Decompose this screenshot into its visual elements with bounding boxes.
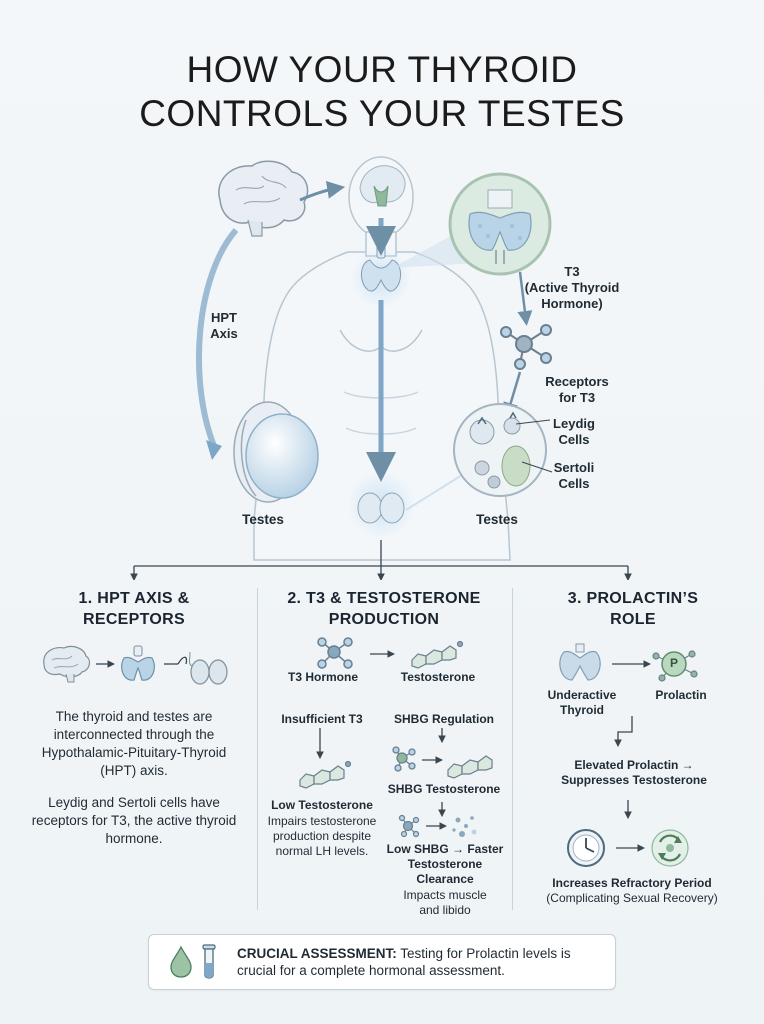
sertoli-label-line-2: Cells <box>558 476 590 491</box>
sertoli-cells-label: Sertoli Cells <box>550 460 598 492</box>
section-1-heading-line-2: RECEPTORS <box>83 611 185 628</box>
low-testosterone-description: Impairs testosterone production despite … <box>267 814 377 858</box>
shbg-regulation-label: SHBG Regulation <box>393 712 494 726</box>
refractory-period-note: (Complicating Sexual Recovery) <box>546 891 718 905</box>
t3-label-line-3: Hormone) <box>541 296 603 311</box>
drop-icon <box>170 945 192 978</box>
prolactin-molecule-icon <box>652 650 698 682</box>
title-line-2: CONTROLS YOUR TESTES <box>139 93 625 134</box>
receptors-for-t3-label: Receptors for T3 <box>540 374 614 406</box>
hpt-axis-illustration <box>130 156 632 580</box>
section-1-heading-line-1: 1. HPT AXIS & <box>78 590 190 607</box>
thyroid-small-icon <box>121 645 155 681</box>
hpt-axis-label: HPT Axis <box>206 310 242 342</box>
crucial-assessment-label: CRUCIAL ASSESSMENT: <box>237 946 397 961</box>
shbg-molecule-icon <box>392 746 416 772</box>
t3-molecule-icon <box>500 324 552 370</box>
column-divider-1 <box>257 588 258 910</box>
t3-label-line-1: T3 <box>564 264 580 279</box>
brain-icon <box>218 160 309 237</box>
leydig-label-line-1: Leydig <box>553 416 595 431</box>
page-title: HOW YOUR THYROID CONTROLS YOUR TESTES <box>0 48 764 136</box>
testes-right-label: Testes <box>476 512 518 527</box>
brain-small-icon <box>43 645 91 683</box>
hpt-axis-label-line-1: HPT <box>211 310 237 325</box>
section-3-heading: 3. PROLACTIN’S ROLE <box>520 588 746 630</box>
prolactin-flow <box>559 643 698 867</box>
t3-testosterone-flow <box>299 637 493 838</box>
pituitary-brain-icon <box>359 165 406 207</box>
underactive-thyroid-label: Underactive Thyroid <box>532 688 632 718</box>
t3-active-thyroid-hormone-label: T3 (Active Thyroid Hormone) <box>516 264 628 312</box>
refractory-period-label: Increases Refractory Period <box>552 876 712 890</box>
section-2-heading-line-1: 2. T3 & TESTOSTERONE <box>287 590 481 607</box>
receptors-label-line-2: for T3 <box>558 390 596 405</box>
testosterone-molecule-icon <box>411 640 464 669</box>
crucial-assessment-text: CRUCIAL ASSESSMENT: Testing for Prolacti… <box>237 945 607 979</box>
title-line-1: HOW YOUR THYROID <box>186 49 578 90</box>
thyroid-zoom-icon <box>468 189 532 264</box>
testicle-left-icon <box>233 401 319 503</box>
leydig-sertoli-cells-icon <box>469 411 531 489</box>
crucial-assessment-body: Testing for Prolactin levels is crucial … <box>237 946 571 978</box>
leydig-label-line-2: Cells <box>558 432 590 447</box>
hpt-axis-flow-icons <box>43 645 228 685</box>
scattered-molecules-icon <box>452 816 477 837</box>
low-testosterone-molecule-icon <box>299 760 352 789</box>
test-tube-icon <box>202 944 216 979</box>
section-3-heading-line-1: 3. PROLACTIN’S <box>567 590 699 607</box>
low-shbg-molecule-icon <box>398 814 420 838</box>
underactive-line-2: Thyroid <box>560 703 604 717</box>
elevated-prolactin-label: Elevated Prolactin → Suppresses Testoste… <box>534 758 734 788</box>
prolactin-label: Prolactin <box>655 688 707 702</box>
elevated-line-1: Elevated Prolactin → <box>574 758 694 772</box>
section-hpt-axis-receptors: 1. HPT AXIS & RECEPTORS <box>20 588 248 630</box>
shbg-testosterone-molecule-icon <box>447 755 493 779</box>
t3-hormone-molecule-icon <box>317 637 353 669</box>
elevated-line-2: Suppresses Testosterone <box>561 773 707 787</box>
low-shbg-description: Impacts muscle and libido <box>403 888 487 917</box>
low-shbg-label: Low SHBG → Faster Testosterone Clearance <box>386 842 504 886</box>
branch-connector <box>130 540 632 580</box>
underactive-thyroid-icon <box>559 643 601 681</box>
assessment-icons <box>170 944 216 979</box>
testes-left-label: Testes <box>242 512 284 527</box>
section-prolactin-role: 3. PROLACTIN’S ROLE <box>520 588 746 630</box>
column-divider-2 <box>512 588 513 910</box>
testes-center-icon <box>357 492 405 524</box>
section-2-heading-line-2: PRODUCTION <box>328 611 440 628</box>
sertoli-label-line-1: Sertoli <box>553 460 595 475</box>
underactive-line-1: Underactive <box>547 688 617 702</box>
t3-hormone-label: T3 Hormone <box>287 670 358 684</box>
clock-icon <box>567 829 605 867</box>
insufficient-t3-label: Insufficient T3 <box>281 712 363 726</box>
testes-small-icon <box>189 651 228 685</box>
receptors-description: Leydig and Sertoli cells have receptors … <box>31 795 237 846</box>
section-2-heading: 2. T3 & TESTOSTERONE PRODUCTION <box>266 588 502 630</box>
t3-label-line-2: (Active Thyroid <box>524 280 620 295</box>
hpt-axis-description: The thyroid and testes are interconnecte… <box>41 709 227 778</box>
prolactin-p-letter: P <box>669 656 678 670</box>
low-testosterone-label: Low Testosterone <box>271 798 373 812</box>
receptors-label-line-1: Receptors <box>545 374 609 389</box>
refresh-icon <box>651 829 689 867</box>
section-t3-testosterone-production: 2. T3 & TESTOSTERONE PRODUCTION <box>266 588 502 630</box>
crucial-assessment-box: CRUCIAL ASSESSMENT: Testing for Prolacti… <box>148 934 616 990</box>
leydig-cells-label: Leydig Cells <box>550 416 598 448</box>
hpt-axis-label-line-2: Axis <box>210 326 238 341</box>
shbg-testosterone-label: SHBG Testosterone <box>387 782 501 796</box>
testosterone-label: Testosterone <box>400 670 476 684</box>
section-3-heading-line-2: ROLE <box>610 611 656 628</box>
section-1-heading: 1. HPT AXIS & RECEPTORS <box>20 588 248 630</box>
